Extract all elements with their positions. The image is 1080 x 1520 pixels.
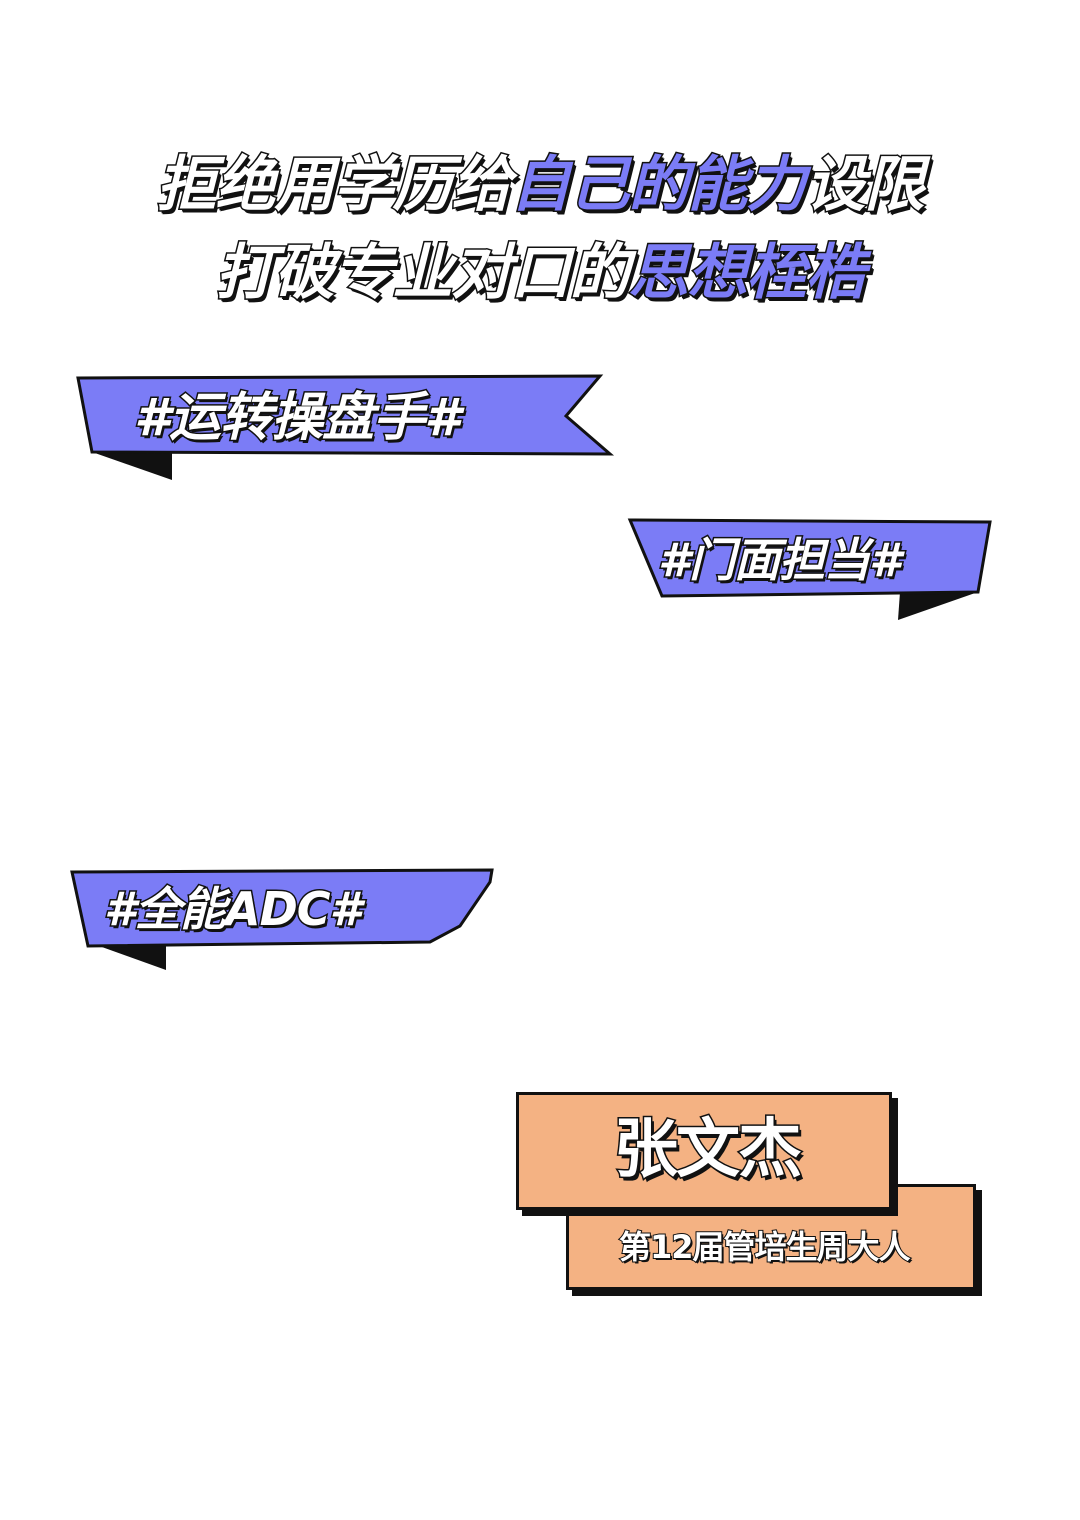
ribbon-shape: [70, 868, 494, 970]
tag-ribbon-operations: #运转操盘手#: [76, 374, 616, 484]
headline-line-2-highlight: 思想桎梏: [627, 237, 867, 310]
headline-line-1-highlight: 自己的能力: [509, 149, 808, 222]
headline-line-2-part-1: 打破专业对口的: [214, 237, 631, 310]
ribbon-shape: [76, 374, 615, 480]
headline-line-2: 打破专业对口的思想桎梏: [0, 237, 1080, 310]
person-subtitle: 第12届管培生周大人: [618, 1227, 912, 1267]
ribbon-shape: [627, 518, 992, 620]
name-card: 张文杰: [516, 1092, 892, 1210]
tag-ribbon-face: #门面担当#: [627, 518, 998, 624]
headline-line-1: 拒绝用学历给自己的能力设限: [0, 149, 1080, 222]
headline-line-1-part-3: 设限: [804, 149, 926, 222]
tag-label: #门面担当#: [656, 532, 902, 589]
person-name: 张文杰: [613, 1112, 804, 1189]
tag-label: #运转操盘手#: [132, 387, 461, 450]
headline-line-1-part-1: 拒绝用学历给: [155, 149, 513, 222]
tag-label: #全能ADC#: [103, 881, 364, 938]
tag-ribbon-adc: #全能ADC#: [70, 868, 500, 974]
